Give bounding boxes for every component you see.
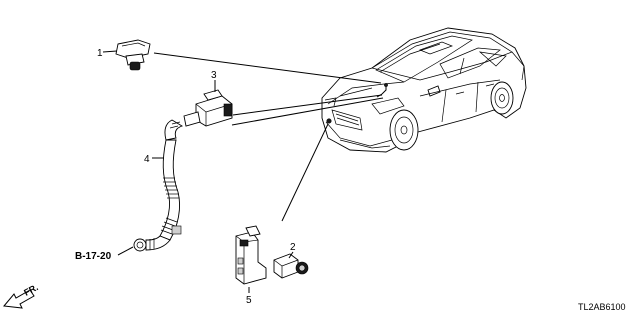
callout-2: 2 — [290, 242, 296, 253]
front-direction-arrow: FR. — [3, 282, 40, 309]
callout-1: 1 — [97, 48, 103, 59]
part-1-sensor-clip: 1 — [97, 39, 151, 71]
callout-3: 3 — [211, 70, 217, 81]
fr-label: FR. — [22, 282, 39, 298]
part-2-ambient-sensor: 2 — [273, 242, 309, 279]
part-3-aspirator: 3 — [183, 70, 233, 127]
leader-lines — [153, 52, 384, 222]
diagram-code: TL2AB6100 — [578, 302, 626, 312]
callout-4: 4 — [144, 154, 150, 165]
reference-label: B-17-20 — [75, 251, 112, 262]
part-5-bracket: 5 — [235, 225, 267, 306]
car-illustration — [321, 27, 527, 153]
callout-5: 5 — [246, 295, 252, 306]
part-4-hose: 4 — [133, 119, 184, 252]
